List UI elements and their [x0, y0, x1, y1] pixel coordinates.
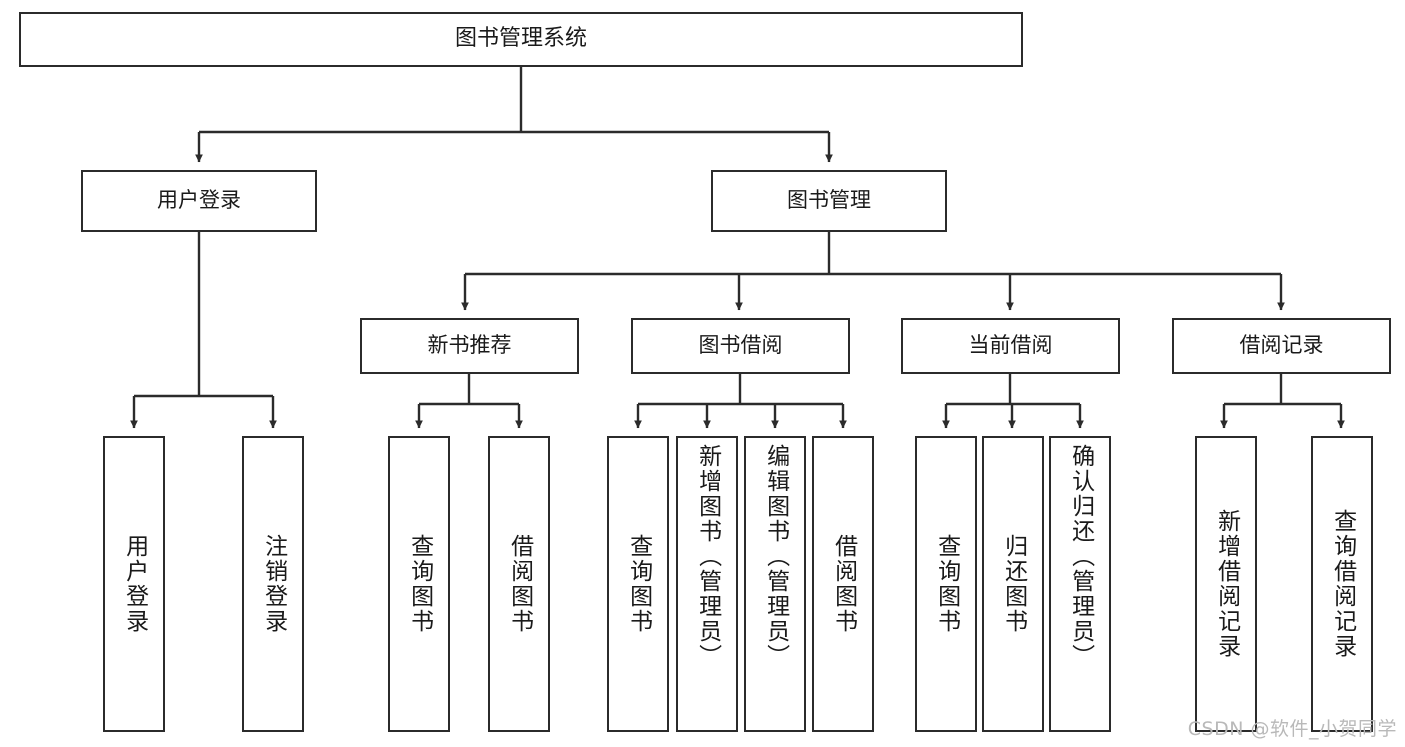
node-root-system[interactable]: 图书管理系统	[19, 12, 1023, 67]
leaf-current-query-book[interactable]: 查询图书	[915, 436, 977, 732]
leaf-current-confirm-return-admin[interactable]: 确认归还（管理员）	[1049, 436, 1111, 732]
node-label: 图书管理系统	[454, 26, 587, 52]
node-label: 图书借阅	[698, 333, 783, 358]
node-user-login[interactable]: 用户登录	[81, 170, 317, 232]
node-current-borrow[interactable]: 当前借阅	[901, 318, 1120, 374]
node-label: 查询图书	[625, 534, 652, 634]
watermark-text: CSDN @软件_小贺同学	[1187, 718, 1397, 740]
node-label: 当前借阅	[968, 333, 1053, 358]
leaf-record-add-record[interactable]: 新增借阅记录	[1195, 436, 1257, 732]
node-label: 编辑图书（管理员）	[762, 444, 789, 669]
node-book-management[interactable]: 图书管理	[711, 170, 947, 232]
node-new-book-recommend[interactable]: 新书推荐	[360, 318, 579, 374]
node-label: 图书管理	[787, 188, 871, 213]
leaf-borrow-add-book-admin[interactable]: 新增图书（管理员）	[676, 436, 738, 732]
node-label: 新书推荐	[427, 333, 512, 358]
leaf-borrow-edit-book-admin[interactable]: 编辑图书（管理员）	[744, 436, 806, 732]
node-borrow-record[interactable]: 借阅记录	[1172, 318, 1391, 374]
leaf-recommend-borrow-book[interactable]: 借阅图书	[488, 436, 550, 732]
node-label: 用户登录	[121, 534, 148, 634]
node-label: 新增借阅记录	[1213, 509, 1240, 659]
leaf-current-return-book[interactable]: 归还图书	[982, 436, 1044, 732]
node-book-borrow[interactable]: 图书借阅	[631, 318, 850, 374]
node-label: 查询图书	[406, 534, 433, 634]
node-label: 借阅图书	[506, 534, 533, 634]
leaf-borrow-query-book[interactable]: 查询图书	[607, 436, 669, 732]
node-label: 借阅记录	[1239, 333, 1324, 358]
node-label: 注销登录	[260, 534, 287, 634]
leaf-user-login-logout[interactable]: 注销登录	[242, 436, 304, 732]
node-label: 查询图书	[933, 534, 960, 634]
leaf-borrow-borrow-book[interactable]: 借阅图书	[812, 436, 874, 732]
node-label: 归还图书	[1000, 534, 1027, 634]
leaf-record-query-record[interactable]: 查询借阅记录	[1311, 436, 1373, 732]
node-label: 新增图书（管理员）	[694, 444, 721, 669]
leaf-recommend-query-book[interactable]: 查询图书	[388, 436, 450, 732]
leaf-user-login-login[interactable]: 用户登录	[103, 436, 165, 732]
node-label: 确认归还（管理员）	[1067, 444, 1094, 669]
node-label: 借阅图书	[830, 534, 857, 634]
node-label: 用户登录	[157, 188, 241, 213]
node-label: 查询借阅记录	[1329, 509, 1356, 659]
